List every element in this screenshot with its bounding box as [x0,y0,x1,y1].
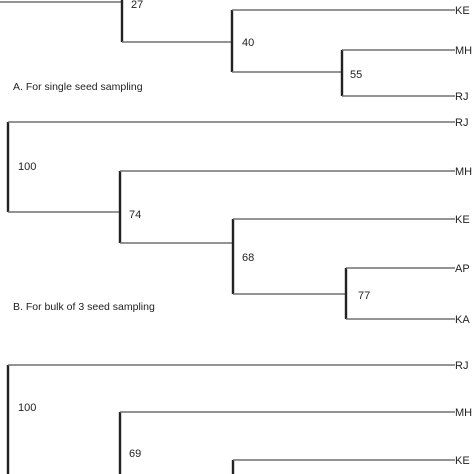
bootstrap-value: 55 [350,69,362,81]
bootstrap-value: 27 [131,0,143,11]
leaf-label: RJ [455,360,468,372]
bootstrap-value: 100 [18,161,36,173]
bootstrap-value: 40 [242,37,254,49]
tree-panel-b: 100 74 68 77 RJ MH KE AP KA B. For bulk … [6,117,472,326]
bootstrap-value: 68 [242,252,254,264]
leaf-label: KA [455,314,470,326]
leaf-label: MH [455,45,472,57]
leaf-label: MH [455,166,472,178]
leaf-label: KE [455,214,470,226]
bootstrap-value: 74 [129,209,141,221]
leaf-label: KE [455,5,470,17]
leaf-label: RJ [455,117,468,129]
panel-caption: B. For bulk of 3 seed sampling [13,301,155,313]
leaf-label: RJ [455,91,468,103]
bootstrap-value: 100 [18,402,36,414]
leaf-label: KE [455,455,470,467]
bootstrap-value: 77 [358,290,370,302]
panel-caption: A. For single seed sampling [13,81,143,93]
leaf-label: MH [455,407,472,419]
tree-panel-a: 27 40 55 KE MH RJ A. For single seed sam… [0,0,472,103]
bootstrap-value: 69 [129,448,141,460]
tree-panel-c: 100 69 RJ MH KE [6,360,472,474]
leaf-label: AP [455,263,470,275]
